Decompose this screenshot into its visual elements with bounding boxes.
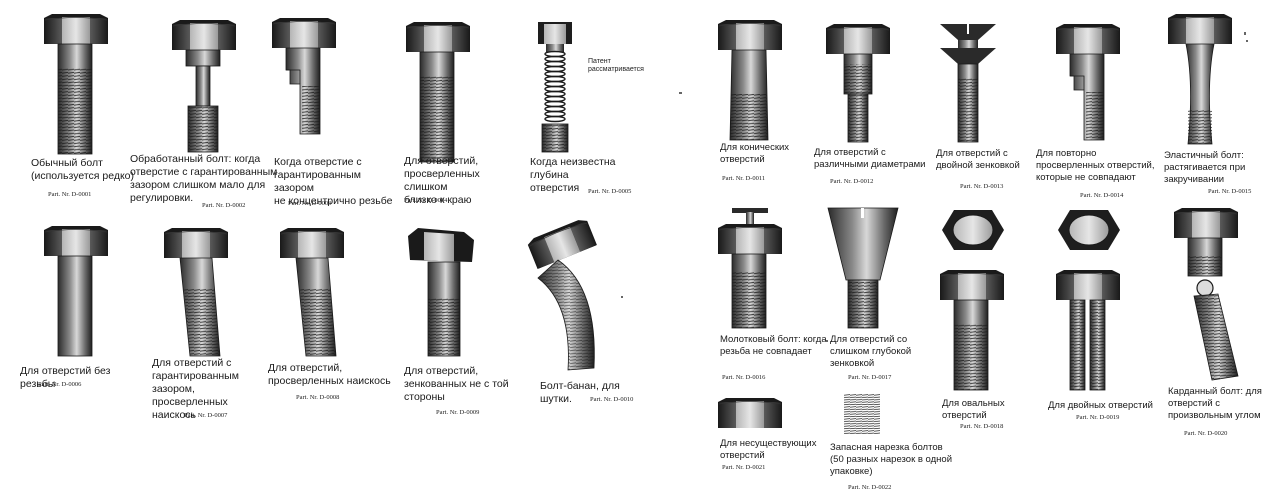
- bolt-art: [940, 208, 1006, 391]
- part-number: Part. Nr. D-0008: [296, 394, 340, 401]
- bolt-art: [826, 24, 890, 143]
- bolt-item-d0012: Для отверстий с различными диаметрами Pa…: [812, 24, 932, 194]
- part-number: Part. Nr. D-0014: [1080, 192, 1124, 199]
- patent-note: Патент рассматривается: [588, 58, 644, 73]
- bolt-art: [1056, 208, 1122, 391]
- bolt-art: [718, 20, 782, 141]
- bolt-caption: Для отверстий со слишком глубокой зенков…: [830, 334, 912, 369]
- part-number: Part. Nr. D-0013: [960, 183, 1004, 190]
- part-number: Part. Nr. D-0002: [202, 202, 246, 209]
- scan-speck: [621, 296, 623, 298]
- bolt-caption: Запасная нарезка болтов (50 разных нарез…: [830, 442, 953, 477]
- bolt-art: [528, 22, 584, 154]
- bolt-caption: Для отверстий с гарантированным зазором,…: [152, 357, 239, 421]
- bolt-art: [280, 228, 350, 357]
- bolt-item-d0011: Для конических отверстий Part. Nr. D-001…: [718, 20, 828, 190]
- part-number: Part. Nr. D-0019: [1076, 414, 1120, 421]
- part-number: Part. Nr. D-0010: [590, 396, 634, 403]
- bolt-art: [1168, 14, 1232, 146]
- part-number: Part. Nr. D-0007: [184, 412, 228, 419]
- bolt-art: [272, 18, 342, 152]
- bolt-caption: Для конических отверстий: [720, 142, 790, 165]
- bolt-art: [44, 14, 108, 155]
- bolt-caption: Для отверстий с различными диаметрами: [814, 147, 926, 170]
- bolt-caption: Молотковый болт: когда резьба не совпада…: [720, 334, 827, 357]
- bolt-art: [172, 20, 236, 154]
- catalog-page-left: Обычный болт (используется редко) Part. …: [18, 14, 658, 426]
- bolt-art: [164, 228, 234, 357]
- bolt-caption: Для отверстий, просверленных наискось: [268, 362, 391, 387]
- bolt-caption: Для отверстий без резьбы: [20, 365, 111, 390]
- part-number: Part. Nr. D-0001: [48, 191, 92, 198]
- bolt-caption: Для отверстий с двойной зенковкой: [936, 148, 1020, 171]
- bolt-caption: Для несуществующих отверстий: [720, 438, 817, 461]
- bolt-caption: Обычный болт (используется редко): [31, 157, 134, 182]
- part-number: Part. Nr. D-0022: [848, 484, 892, 491]
- part-number: Part. Nr. D-0006: [38, 381, 82, 388]
- catalog-page-right: Для конических отверстий Part. Nr. D-001…: [676, 0, 1280, 497]
- part-number: Part. Nr. D-0011: [722, 175, 766, 182]
- part-number: Part. Nr. D-0016: [722, 374, 766, 381]
- bolt-item-d0020: Карданный болт: для отверстий с произвол…: [1166, 208, 1278, 444]
- scan-speck: [1244, 32, 1246, 35]
- bolt-caption: Обработанный болт: когда отверстие с гар…: [130, 153, 278, 204]
- scan-speck: [826, 340, 828, 342]
- bolt-caption: Когда отверстие с гарантированным зазоро…: [274, 156, 393, 207]
- bolt-item-d0021: Для несуществующих отверстий Part. Nr. D…: [718, 398, 828, 478]
- part-number: Part. Nr. D-0004: [404, 197, 448, 204]
- bolt-caption: Для отверстий, зенкованных не с той стор…: [404, 365, 509, 403]
- bolt-caption: Болт-банан, для шутки.: [540, 380, 620, 405]
- scan-speck: [679, 92, 682, 94]
- bolt-item-d0010: Болт-банан, для шутки. Part. Nr. D-0010: [527, 218, 658, 418]
- bolt-item-d0022: Запасная нарезка болтов (50 разных нарез…: [828, 394, 968, 494]
- bolt-art: [718, 398, 782, 430]
- bolt-art: [1056, 24, 1122, 142]
- bolt-item-d0005: Патент рассматривается Когда неизвестна …: [526, 14, 656, 214]
- part-number: Part. Nr. D-0003: [288, 200, 332, 207]
- bolt-item-d0016: Молотковый болт: когда резьба не совпада…: [718, 208, 838, 388]
- bolt-item-d0019: Для двойных отверстий Part. Nr. D-0019: [1046, 208, 1176, 428]
- part-number: Part. Nr. D-0017: [848, 374, 892, 381]
- bolt-caption: Карданный болт: для отверстий с произвол…: [1168, 386, 1262, 421]
- bolt-item-d0014: Для повторно просверленных отверстий, ко…: [1034, 24, 1164, 204]
- bolt-art: [527, 218, 608, 374]
- bolt-caption: Эластичный болт: растягивается при закру…: [1164, 150, 1246, 185]
- bolt-caption: Для двойных отверстий: [1048, 400, 1153, 411]
- bolt-item-d0007: Для отверстий с гарантированным зазором,…: [150, 226, 275, 426]
- part-number: Part. Nr. D-0012: [830, 178, 874, 185]
- bolt-caption: Когда неизвестна глубина отверстия: [530, 156, 616, 194]
- bolt-item-d0009: Для отверстий, зенкованных не с той стор…: [402, 226, 527, 426]
- bolt-item-d0001: Обычный болт (используется редко) Part. …: [28, 14, 138, 209]
- part-number: Part. Nr. D-0021: [722, 464, 766, 471]
- part-number: Part. Nr. D-0018: [960, 423, 1004, 430]
- bolt-item-d0015: Эластичный болт: растягивается при закру…: [1162, 14, 1274, 204]
- bolt-item-d0003: Когда отверстие с гарантированным зазоро…: [272, 14, 402, 214]
- bolt-item-d0004: Для отверстий, просверленных слишком бли…: [402, 14, 522, 214]
- part-number: Part. Nr. D-0020: [1184, 430, 1228, 437]
- bolt-item-d0017: Для отверстий со слишком глубокой зенков…: [827, 207, 938, 388]
- bolt-item-d0008: Для отверстий, просверленных наискось Pa…: [266, 226, 396, 416]
- bolt-art: [718, 208, 782, 329]
- bolt-art: [827, 207, 899, 329]
- bolt-item-d0002: Обработанный болт: когда отверстие с гар…: [130, 14, 278, 214]
- bolt-item-d0013: Для отверстий с двойной зенковкой Part. …: [934, 24, 1044, 194]
- bolt-art: [406, 22, 470, 163]
- bolt-art: [844, 394, 884, 436]
- scan-speck: [1246, 40, 1248, 42]
- bolt-art: [1166, 208, 1246, 381]
- bolt-caption: Для отверстий, просверленных слишком бли…: [404, 155, 480, 206]
- bolt-item-d0006: Для отверстий без резьбы Part. Nr. D-000…: [18, 226, 148, 396]
- bolt-item-d0018: Для овальных отверстий Part. Nr. D-0018: [940, 208, 1050, 438]
- bolt-caption: Для повторно просверленных отверстий, ко…: [1036, 148, 1155, 183]
- part-number: Part. Nr. D-0015: [1208, 188, 1252, 195]
- bolt-caption: Для овальных отверстий: [942, 398, 1005, 421]
- bolt-art: [936, 24, 1000, 143]
- part-number: Part. Nr. D-0005: [588, 188, 632, 195]
- part-number: Part. Nr. D-0009: [436, 409, 480, 416]
- bolt-art: [406, 228, 478, 357]
- bolt-art: [44, 226, 108, 357]
